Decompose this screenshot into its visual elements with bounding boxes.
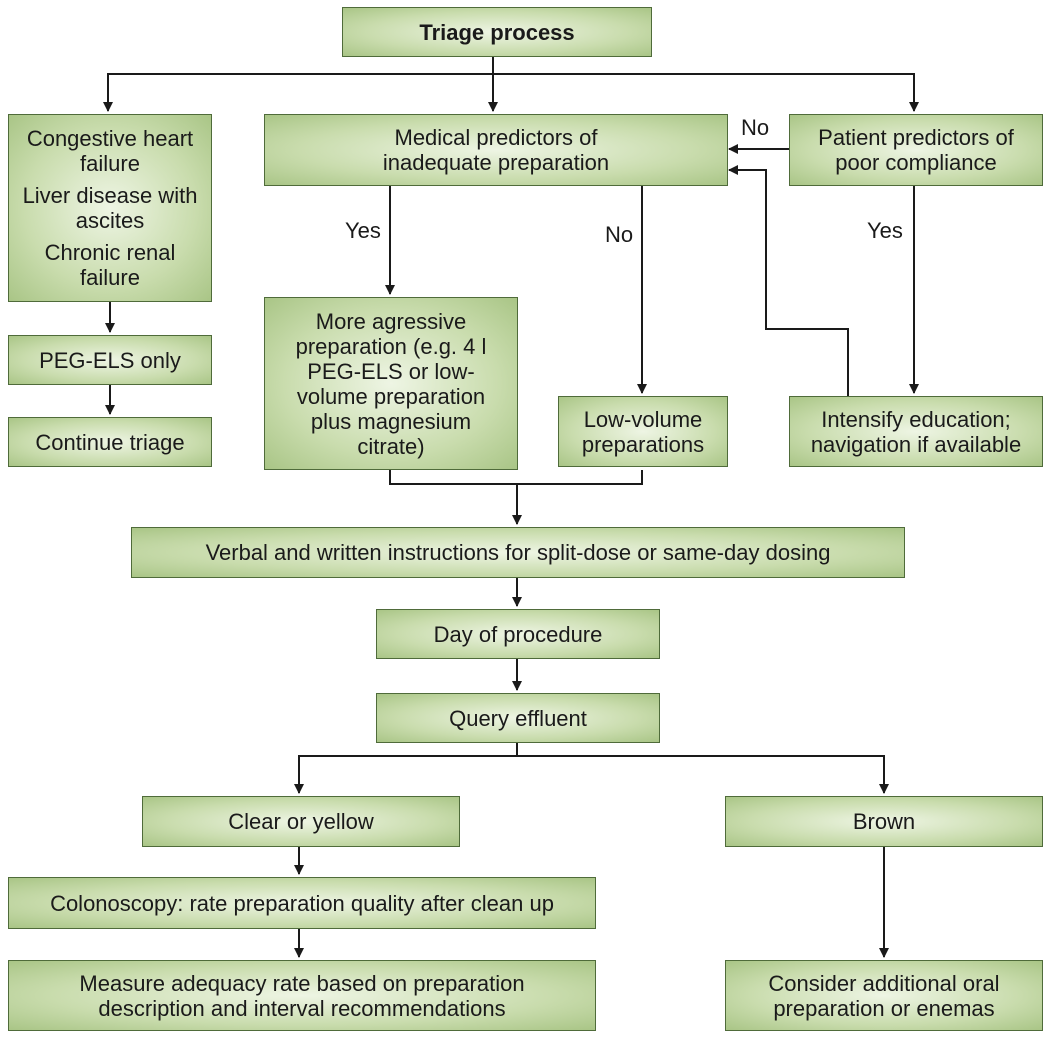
query-fanout-line bbox=[298, 755, 885, 792]
conditions-box: Congestive heart failure Liver disease w… bbox=[8, 114, 212, 302]
consider-additional-box: Consider additional oral preparation or … bbox=[725, 960, 1043, 1031]
condition-chf: Congestive heart failure bbox=[26, 126, 194, 176]
title-fanout-line bbox=[107, 73, 915, 110]
clear-or-yellow-box: Clear or yellow bbox=[142, 796, 460, 847]
low-volume-box: Low-volume preparations bbox=[558, 396, 728, 467]
label-yes-patient: Yes bbox=[867, 218, 903, 243]
query-effluent-box: Query effluent bbox=[376, 693, 660, 743]
measure-adequacy-box: Measure adequacy rate based on preparati… bbox=[8, 960, 596, 1031]
instructions-box: Verbal and written instructions for spli… bbox=[131, 527, 905, 578]
condition-renal: Chronic renal failure bbox=[44, 240, 176, 290]
patient-predictors-box: Patient predictors of poor compliance bbox=[789, 114, 1043, 186]
peg-els-only-box: PEG-ELS only bbox=[8, 335, 212, 385]
continue-triage-box: Continue triage bbox=[8, 417, 212, 467]
triage-process-box: Triage process bbox=[342, 7, 652, 57]
brown-box: Brown bbox=[725, 796, 1043, 847]
medical-predictors-box: Medical predictors of inadequate prepara… bbox=[264, 114, 728, 186]
colonoscopy-box: Colonoscopy: rate preparation quality af… bbox=[8, 877, 596, 929]
merge-line bbox=[389, 470, 643, 485]
arrow-education-feedback bbox=[728, 165, 849, 396]
day-of-procedure-box: Day of procedure bbox=[376, 609, 660, 659]
intensify-education-box: Intensify education; navigation if avail… bbox=[789, 396, 1043, 467]
label-yes-medical: Yes bbox=[345, 218, 381, 243]
aggressive-preparation-box: More agressive preparation (e.g. 4 l PEG… bbox=[264, 297, 518, 470]
condition-liver: Liver disease with ascites bbox=[22, 183, 198, 233]
label-no-medical: No bbox=[605, 222, 634, 247]
label-no-patient: No bbox=[741, 115, 770, 140]
